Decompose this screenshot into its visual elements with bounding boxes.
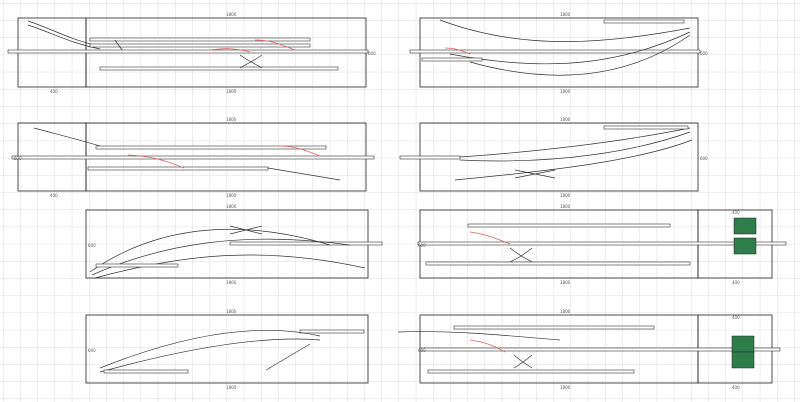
plan-5-curve-1 — [89, 228, 331, 273]
plan-2-track-a — [421, 57, 483, 62]
plan-7-track-a — [103, 369, 189, 374]
plan-3-turnout-1 — [127, 154, 185, 169]
plan-4-curve-2 — [459, 131, 691, 162]
plan-7-label-top: 1800 — [226, 309, 237, 314]
plan-4-mainline — [399, 155, 461, 160]
plan-8-siding — [397, 331, 561, 341]
plan-8-label-top: 1800 — [560, 309, 571, 314]
plan-1-track-b — [89, 43, 311, 48]
plan-1-diag — [114, 39, 123, 51]
plan-3-label-top: 1800 — [226, 117, 237, 122]
plan-8: 1800 1800 600 400 400 — [397, 309, 781, 390]
plan-8-building-2 — [731, 351, 755, 369]
plan-8-label-left: 600 — [418, 348, 426, 353]
plan-1: 1800 1800 400 600 — [7, 12, 376, 94]
plan-1-track-c — [99, 66, 339, 71]
plan-2-label-right: 600 — [700, 51, 708, 56]
plan-7-diag-out — [265, 343, 311, 371]
plan-2-curve-1 — [439, 19, 691, 42]
plan-5: 1800 1800 600 — [85, 204, 383, 285]
plan-1-mainline — [7, 49, 369, 54]
plan-7-label-left: 600 — [88, 348, 96, 353]
plan-7-curve-2 — [99, 338, 321, 373]
plan-2-stub — [603, 19, 685, 24]
plan-6-building-1 — [733, 217, 757, 235]
plan-4-label-top: 1800 — [560, 117, 571, 122]
plan-3-mainline — [11, 155, 375, 160]
plan-6-building-2 — [733, 237, 757, 255]
plan-8-label-bottom: 1800 — [560, 385, 571, 390]
plan-4-crossover — [514, 169, 556, 179]
plan-7-label-bottom: 1800 — [226, 385, 237, 390]
plan-8-crossover — [513, 354, 533, 369]
plan-3-diag-out — [267, 167, 341, 181]
plan-7-curve-1 — [99, 329, 321, 369]
plan-1-label-top: 1800 — [226, 12, 237, 17]
plan-6-label-left: 600 — [418, 243, 426, 248]
plan-3-label-side: 600 — [14, 156, 22, 161]
plan-4-curve-3 — [454, 139, 693, 181]
plan-1-turnout-1 — [209, 48, 251, 53]
plan-4-curve-1 — [459, 127, 691, 158]
plan-6-label-ext-bottom: 400 — [732, 280, 740, 285]
plan-8-track-b — [427, 369, 635, 374]
plan-6-track-b — [425, 261, 691, 266]
plan-8-track-a — [453, 325, 655, 330]
plan-4-stub — [603, 125, 689, 130]
plan-1-label-bottom: 1800 — [226, 89, 237, 94]
plan-8-turnout — [469, 339, 506, 353]
plan-1-turnout-2 — [254, 39, 296, 51]
plan-7: 1800 1800 600 — [85, 309, 369, 390]
plan-1-label-left: 400 — [50, 89, 58, 94]
plan-4-label-right: 600 — [700, 156, 708, 161]
plan-8-label-ext-bottom: 400 — [732, 385, 740, 390]
plan-7-board — [85, 314, 369, 384]
plan-6-track-a — [467, 223, 671, 228]
plan-3-label-left: 400 — [50, 193, 58, 198]
plan-3-track-b — [87, 166, 269, 171]
plan-8-label-ext-top: 400 — [732, 315, 740, 320]
plan-1-track-a — [89, 37, 311, 42]
plan-1-label-right: 600 — [368, 51, 376, 56]
plan-2-curve-2 — [449, 31, 691, 65]
plan-8-building-1 — [731, 335, 755, 353]
plan-5-curve-3 — [94, 254, 366, 279]
plan-2-curve-3 — [469, 34, 691, 76]
plan-3-track-a — [95, 145, 327, 150]
plan-6-label-bottom: 1800 — [560, 280, 571, 285]
plan-6-label-top: 1800 — [560, 204, 571, 209]
plan-6-crossover — [509, 247, 533, 263]
plan-5-label-top: 1800 — [226, 204, 237, 209]
plan-1-crossover — [239, 54, 263, 69]
plan-6: 1800 1800 600 400 400 — [417, 204, 787, 285]
plan-6-mainline — [417, 241, 787, 246]
plan-2-label-top: 1800 — [560, 12, 571, 17]
plan-6-label-ext-top: 400 — [732, 210, 740, 215]
plan-3-turnout-2 — [277, 145, 321, 157]
plan-3-siding — [33, 127, 101, 147]
plan-4: 1800 1800 600 — [399, 117, 708, 198]
plan-5-track-a — [95, 263, 179, 268]
plan-2-turnout — [444, 47, 471, 55]
plan-2-label-bottom: 1800 — [560, 89, 571, 94]
plan-7-mainline — [299, 329, 365, 334]
plan-5-label-left: 600 — [88, 243, 96, 248]
plan-6-turnout — [469, 231, 511, 245]
plan-5-crossover — [229, 225, 263, 235]
plan-2: 1800 1800 600 — [409, 12, 708, 94]
plan-2-mainline — [409, 49, 701, 54]
plan-5-mainline — [229, 241, 383, 246]
plan-3: 1800 1800 400 600 — [11, 117, 375, 198]
plan-4-label-bottom: 1800 — [560, 193, 571, 198]
plan-5-label-bottom: 1800 — [226, 280, 237, 285]
plan-3-label-bottom: 1800 — [226, 193, 237, 198]
plan-8-mainline — [419, 347, 781, 352]
